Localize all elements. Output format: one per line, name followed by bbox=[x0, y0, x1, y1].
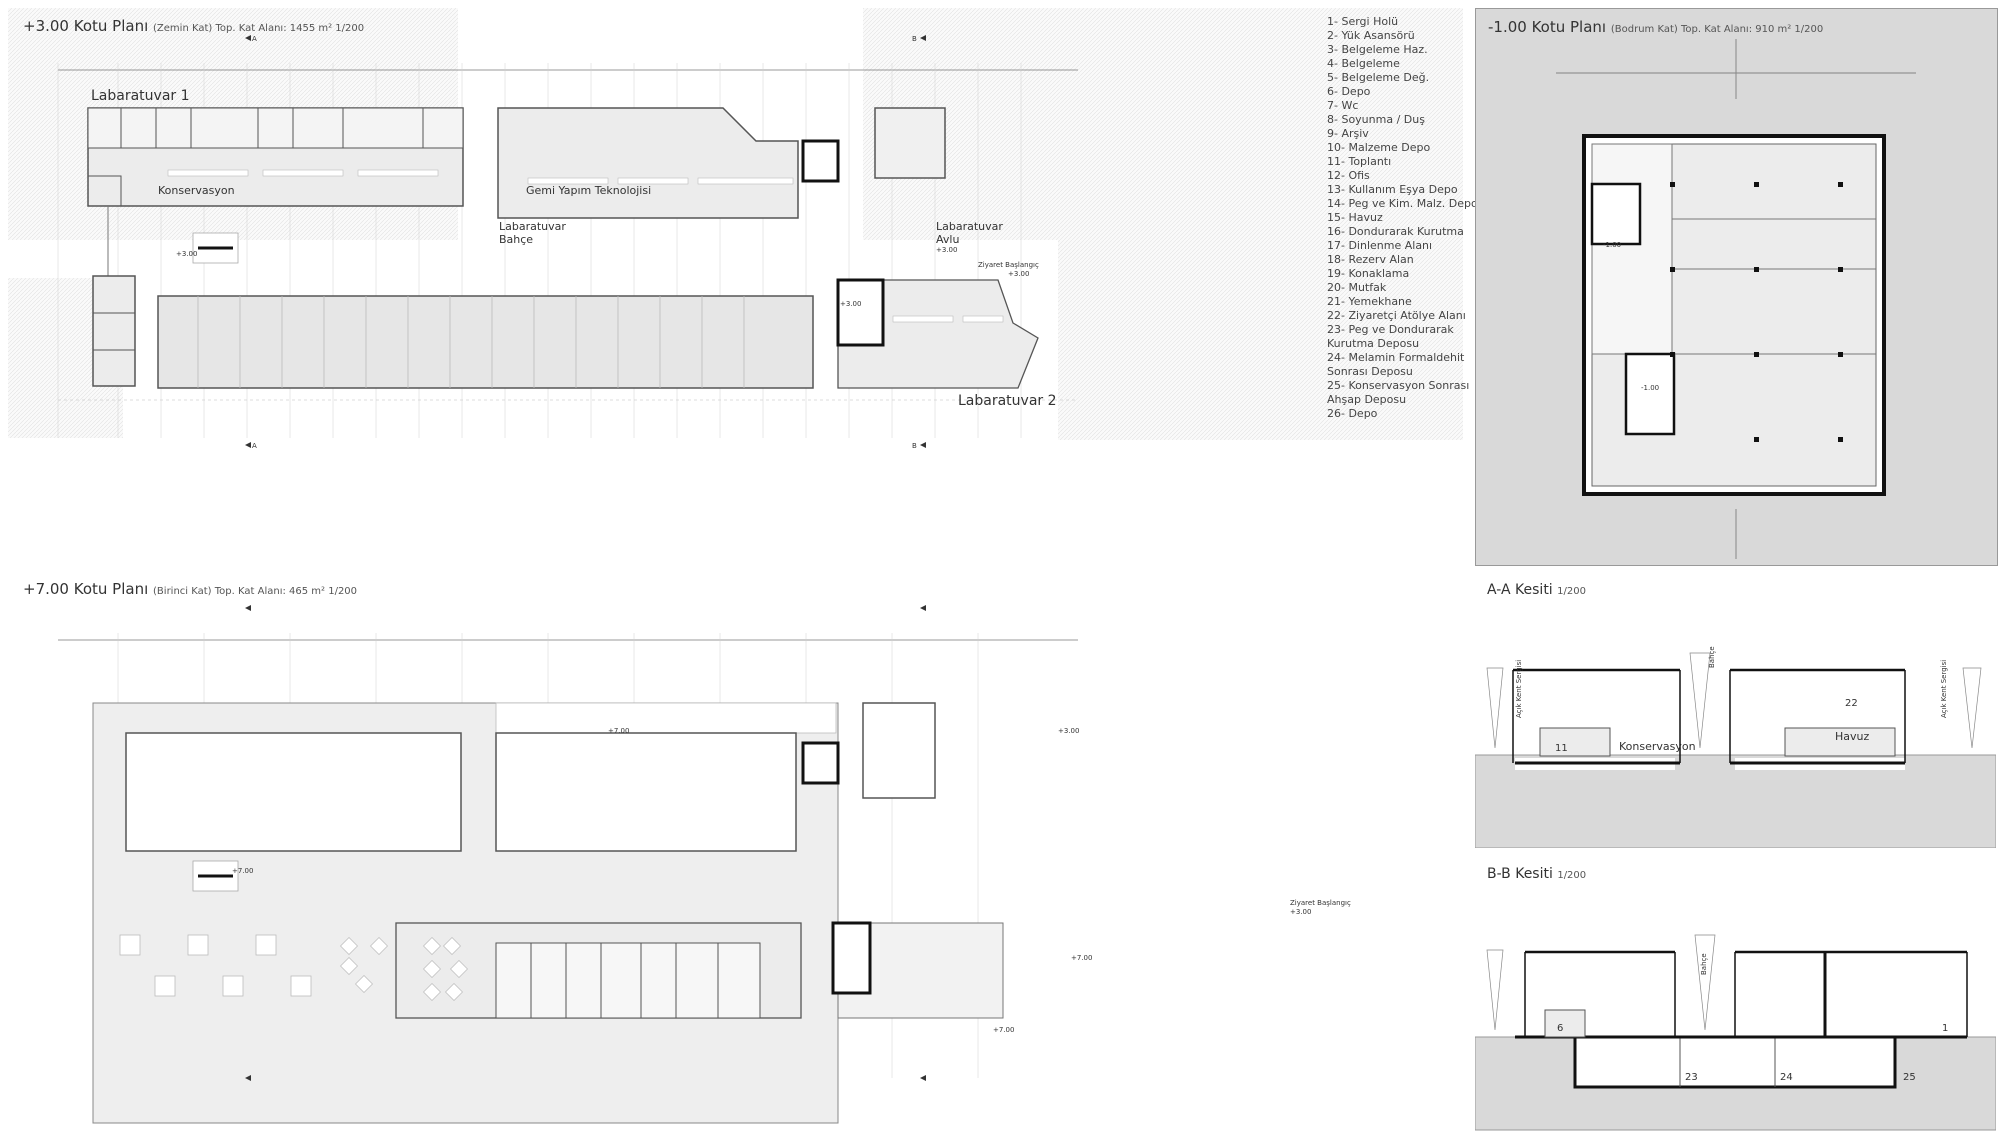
ground-plan-title-main: +3.00 Kotu Planı bbox=[23, 17, 149, 35]
legend-item: 8- Soyunma / Duş bbox=[1327, 113, 1425, 126]
legend-item: 21- Yemekhane bbox=[1327, 295, 1412, 308]
aa-room-22: 22 bbox=[1845, 698, 1858, 709]
aa-havuz: Havuz bbox=[1835, 730, 1870, 743]
label-lab-avlu-2: Avlu bbox=[936, 233, 960, 246]
section-marker-a: A bbox=[252, 35, 257, 43]
section-aa-title-main: A-A Kesiti bbox=[1487, 582, 1553, 598]
label-ziyaret: Ziyaret Başlangıç bbox=[978, 261, 1039, 269]
first-plan-title-main: +7.00 Kotu Planı bbox=[23, 580, 149, 598]
legend-item: 15- Havuz bbox=[1327, 211, 1383, 224]
first-ziyaret-level: +3.00 bbox=[1290, 908, 1312, 916]
section-bb-title: B-B Kesiti 1/200 bbox=[1487, 866, 1586, 882]
label-core-level: +3.00 bbox=[840, 300, 862, 308]
section-aa-scale: 1/200 bbox=[1557, 586, 1586, 597]
legend-item: 6- Depo bbox=[1327, 85, 1371, 98]
bb-bahce: Bahçe bbox=[1700, 953, 1708, 975]
bb-room-23: 23 bbox=[1685, 1072, 1698, 1083]
legend-item: 13- Kullanım Eşya Depo bbox=[1327, 183, 1458, 196]
first-level-b: +3.00 bbox=[1058, 727, 1080, 735]
basement-plan: -1.00 Kotu Planı (Bodrum Kat) Top. Kat A… bbox=[1475, 8, 1998, 566]
aa-acik-kent-sergisi-left: Açık Kent Sergisi bbox=[1515, 659, 1523, 718]
aa-bahce: Bahçe bbox=[1708, 646, 1716, 668]
section-marker-a-bottom: A bbox=[252, 442, 257, 450]
bb-room-24: 24 bbox=[1780, 1072, 1793, 1083]
section-marker-b-bottom: B bbox=[912, 442, 917, 450]
bb-room-6: 6 bbox=[1557, 1023, 1564, 1034]
legend-item: 22- Ziyaretçi Atölye Alanı bbox=[1327, 309, 1466, 322]
legend-item: 12- Ofis bbox=[1327, 169, 1370, 182]
aa-konservasyon: Konservasyon bbox=[1619, 740, 1696, 753]
section-bb-drawing bbox=[1475, 934, 1996, 1131]
ground-floor-plan: +3.00 Kotu Planı (Zemin Kat) Top. Kat Al… bbox=[8, 8, 1463, 568]
legend-item: 16- Dondurarak Kurutma bbox=[1327, 225, 1464, 238]
legend-item: 14- Peg ve Kim. Malz. Depo bbox=[1327, 197, 1478, 210]
ground-plan-subtitle: (Zemin Kat) Top. Kat Alanı: 1455 m² 1/20… bbox=[153, 23, 365, 34]
label-avlu-level: +3.00 bbox=[936, 246, 958, 254]
label-konservasyon: Konservasyon bbox=[158, 184, 235, 197]
first-ziyaret: Ziyaret Başlangıç bbox=[1290, 899, 1351, 907]
legend-item: 10- Malzeme Depo bbox=[1327, 141, 1431, 154]
legend-item: 17- Dinlenme Alanı bbox=[1327, 239, 1433, 252]
label-labaratuvar-1: Labaratuvar 1 bbox=[91, 88, 190, 104]
legend-item: 2- Yük Asansörü bbox=[1327, 29, 1415, 42]
aa-room-11: 11 bbox=[1555, 743, 1568, 754]
aa-acik-kent-sergisi-right: Açık Kent Sergisi bbox=[1940, 659, 1948, 718]
first-stair-level: +7.00 bbox=[232, 867, 254, 875]
legend-item: 9- Arşiv bbox=[1327, 127, 1369, 140]
section-aa: A-A Kesiti 1/200 Konservasyon Havuz 11 2… bbox=[1475, 578, 1996, 848]
first-plan-title: +7.00 Kotu Planı (Birinci Kat) Top. Kat … bbox=[23, 580, 357, 598]
label-lab-bahce-1: Labaratuvar bbox=[499, 220, 566, 233]
legend-item: 5- Belgeleme Değ. bbox=[1327, 71, 1430, 84]
basement-core-level: -1.00 bbox=[1641, 384, 1660, 392]
legend-item: 24- Melamin Formaldehit bbox=[1327, 351, 1465, 364]
basement-plan-title-main: -1.00 Kotu Planı bbox=[1488, 18, 1607, 36]
basement-plan-title: -1.00 Kotu Planı (Bodrum Kat) Top. Kat A… bbox=[1488, 18, 1823, 36]
legend-item: Ahşap Deposu bbox=[1327, 393, 1407, 406]
basement-level-label: -1.00 bbox=[1603, 241, 1622, 249]
section-marker-b: B bbox=[912, 35, 917, 43]
ground-plan-title: +3.00 Kotu Planı (Zemin Kat) Top. Kat Al… bbox=[23, 17, 364, 35]
legend-item: 1- Sergi Holü bbox=[1327, 15, 1399, 28]
section-aa-drawing bbox=[1475, 652, 1996, 848]
legend-item: 19- Konaklama bbox=[1327, 267, 1410, 280]
first-core-level: +7.00 bbox=[1071, 954, 1093, 962]
section-bb-scale: 1/200 bbox=[1557, 870, 1587, 881]
legend-item: 3- Belgeleme Haz. bbox=[1327, 43, 1428, 56]
first-bottom-level: +7.00 bbox=[993, 1026, 1015, 1034]
label-lab-bahce-2: Bahçe bbox=[499, 233, 534, 246]
label-stair-level: +3.00 bbox=[176, 250, 198, 258]
first-floor-drawing bbox=[58, 605, 1078, 1124]
bb-room-25: 25 bbox=[1903, 1072, 1916, 1083]
label-gemi-yapim: Gemi Yapım Teknolojisi bbox=[526, 184, 652, 197]
legend-item: 25- Konservasyon Sonrası bbox=[1327, 379, 1470, 392]
legend-item: 20- Mutfak bbox=[1327, 281, 1387, 294]
section-bb-title-main: B-B Kesiti bbox=[1487, 866, 1553, 882]
legend-item: 11- Toplantı bbox=[1327, 155, 1392, 168]
legend-item: Sonrası Deposu bbox=[1327, 365, 1413, 378]
basement-plan-subtitle: (Bodrum Kat) Top. Kat Alanı: 910 m² 1/20… bbox=[1610, 24, 1824, 35]
legend-item: 4- Belgeleme bbox=[1327, 57, 1400, 70]
first-level-a: +7.00 bbox=[608, 727, 630, 735]
bb-room-1: 1 bbox=[1942, 1023, 1949, 1034]
label-ziyaret-level: +3.00 bbox=[1008, 270, 1030, 278]
ground-floor-drawing bbox=[8, 8, 1463, 448]
section-bb: B-B Kesiti 1/200 6 1 23 24 25 Bahçe bbox=[1475, 860, 1996, 1132]
first-plan-subtitle: (Birinci Kat) Top. Kat Alanı: 465 m² 1/2… bbox=[153, 586, 358, 597]
legend-item: 26- Depo bbox=[1327, 407, 1378, 420]
basement-drawing bbox=[1556, 39, 1916, 559]
label-lab-avlu-1: Labaratuvar bbox=[936, 220, 1003, 233]
legend-item: Kurutma Deposu bbox=[1327, 337, 1420, 350]
legend-item: 7- Wc bbox=[1327, 99, 1359, 112]
section-aa-title: A-A Kesiti 1/200 bbox=[1487, 582, 1586, 598]
legend-item: 18- Rezerv Alan bbox=[1327, 253, 1414, 266]
first-floor-plan: +7.00 Kotu Planı (Birinci Kat) Top. Kat … bbox=[8, 578, 1463, 1138]
label-labaratuvar-2: Labaratuvar 2 bbox=[958, 393, 1057, 409]
legend-item: 23- Peg ve Dondurarak bbox=[1327, 323, 1454, 336]
